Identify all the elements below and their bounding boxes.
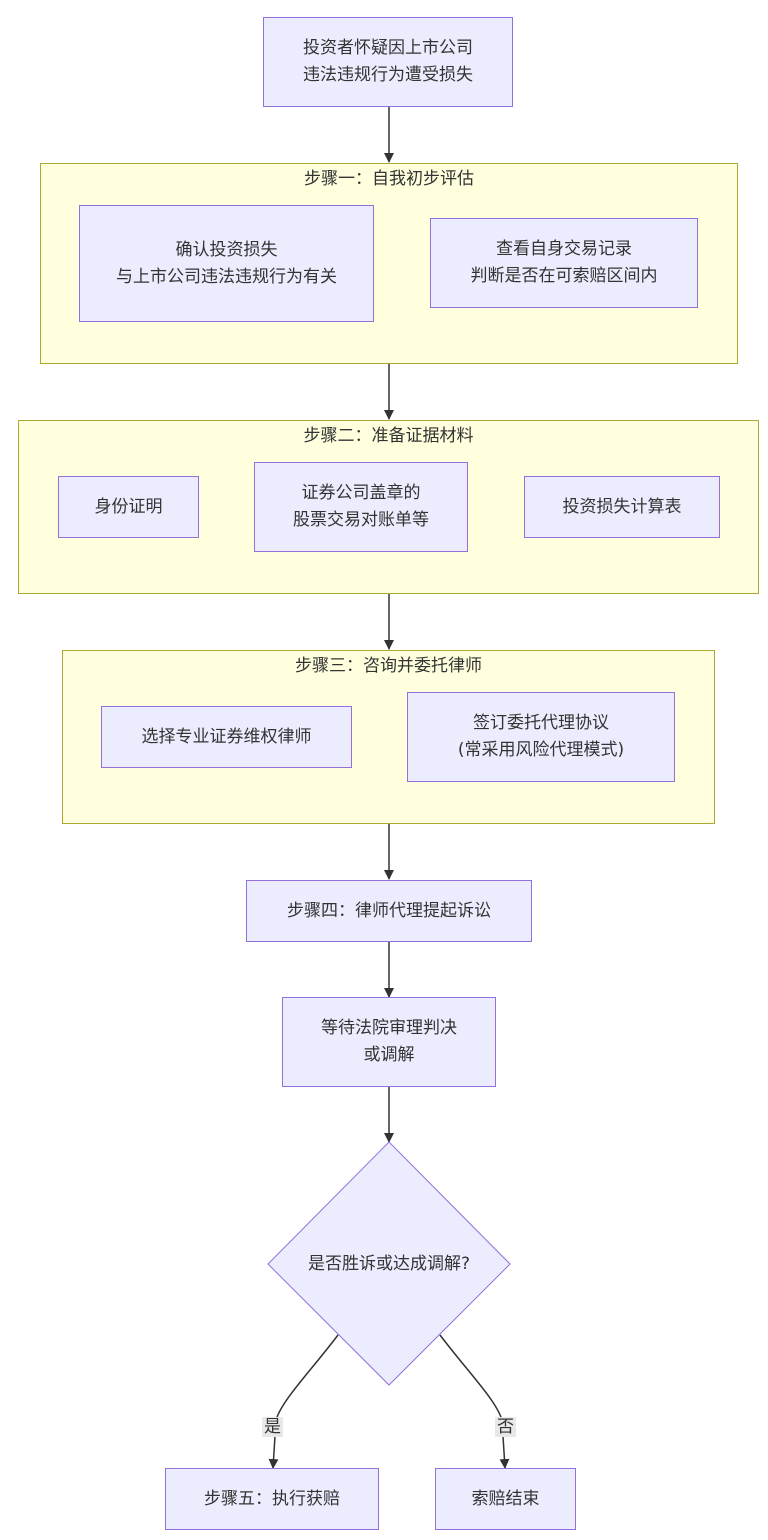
edge-decision-yes — [268, 1334, 339, 1469]
id-proof-node: 身份证明 — [58, 476, 199, 538]
loss-table-label: 投资损失计算表 — [562, 496, 682, 517]
edge-decision-no — [439, 1334, 510, 1469]
wait-line2: 或调解 — [363, 1045, 415, 1065]
start-node: 投资者怀疑因上市公司 违法违规行为遭受损失 — [263, 17, 513, 107]
loss-table-node: 投资损失计算表 — [524, 476, 720, 538]
agreement-line1: 签订委托代理协议 — [472, 713, 609, 733]
trade-records-line1: 查看自身交易记录 — [496, 239, 632, 259]
step4-label: 步骤四：律师代理提起诉讼 — [287, 900, 491, 921]
trade-records-node: 查看自身交易记录 判断是否在可索赔区间内 — [430, 218, 698, 308]
agreement-line2: (常采用风险代理模式) — [457, 740, 625, 760]
start-node-line2: 违法违规行为遭受损失 — [303, 65, 473, 85]
decision-label: 是否胜诉或达成调解? — [307, 1254, 471, 1274]
start-node-line1: 投资者怀疑因上市公司 — [303, 38, 473, 58]
wait-node: 等待法院审理判决 或调解 — [282, 997, 496, 1087]
edge-label-yes: 是 — [262, 1417, 283, 1437]
choose-lawyer-label: 选择专业证券维权律师 — [141, 726, 312, 747]
id-proof-label: 身份证明 — [94, 496, 163, 517]
step4-node: 步骤四：律师代理提起诉讼 — [246, 880, 532, 942]
confirm-loss-node: 确认投资损失 与上市公司违法违规行为有关 — [79, 205, 374, 322]
confirm-loss-line2: 与上市公司违法违规行为有关 — [116, 266, 337, 287]
agreement-node: 签订委托代理协议 (常采用风险代理模式) — [407, 692, 675, 782]
step5-node: 步骤五：执行获赔 — [165, 1468, 379, 1530]
choose-lawyer-node: 选择专业证券维权律师 — [101, 706, 352, 768]
statement-line1: 证券公司盖章的 — [301, 483, 421, 503]
edge-label-no: 否 — [495, 1417, 516, 1437]
statement-node: 证券公司盖章的 股票交易对账单等 — [254, 462, 468, 552]
step3-title: 步骤三：咨询并委托律师 — [295, 656, 482, 676]
confirm-loss-line1: 确认投资损失 — [175, 239, 278, 260]
statement-line2: 股票交易对账单等 — [293, 510, 429, 530]
end-label: 索赔结束 — [471, 1488, 540, 1509]
end-node: 索赔结束 — [435, 1468, 576, 1530]
step1-title: 步骤一：自我初步评估 — [304, 169, 474, 189]
step2-title: 步骤二：准备证据材料 — [303, 426, 474, 446]
wait-line1: 等待法院审理判决 — [321, 1018, 457, 1038]
decision-diamond — [267, 1141, 511, 1386]
step5-label: 步骤五：执行获赔 — [204, 1488, 340, 1509]
trade-records-line2: 判断是否在可索赔区间内 — [470, 266, 658, 286]
